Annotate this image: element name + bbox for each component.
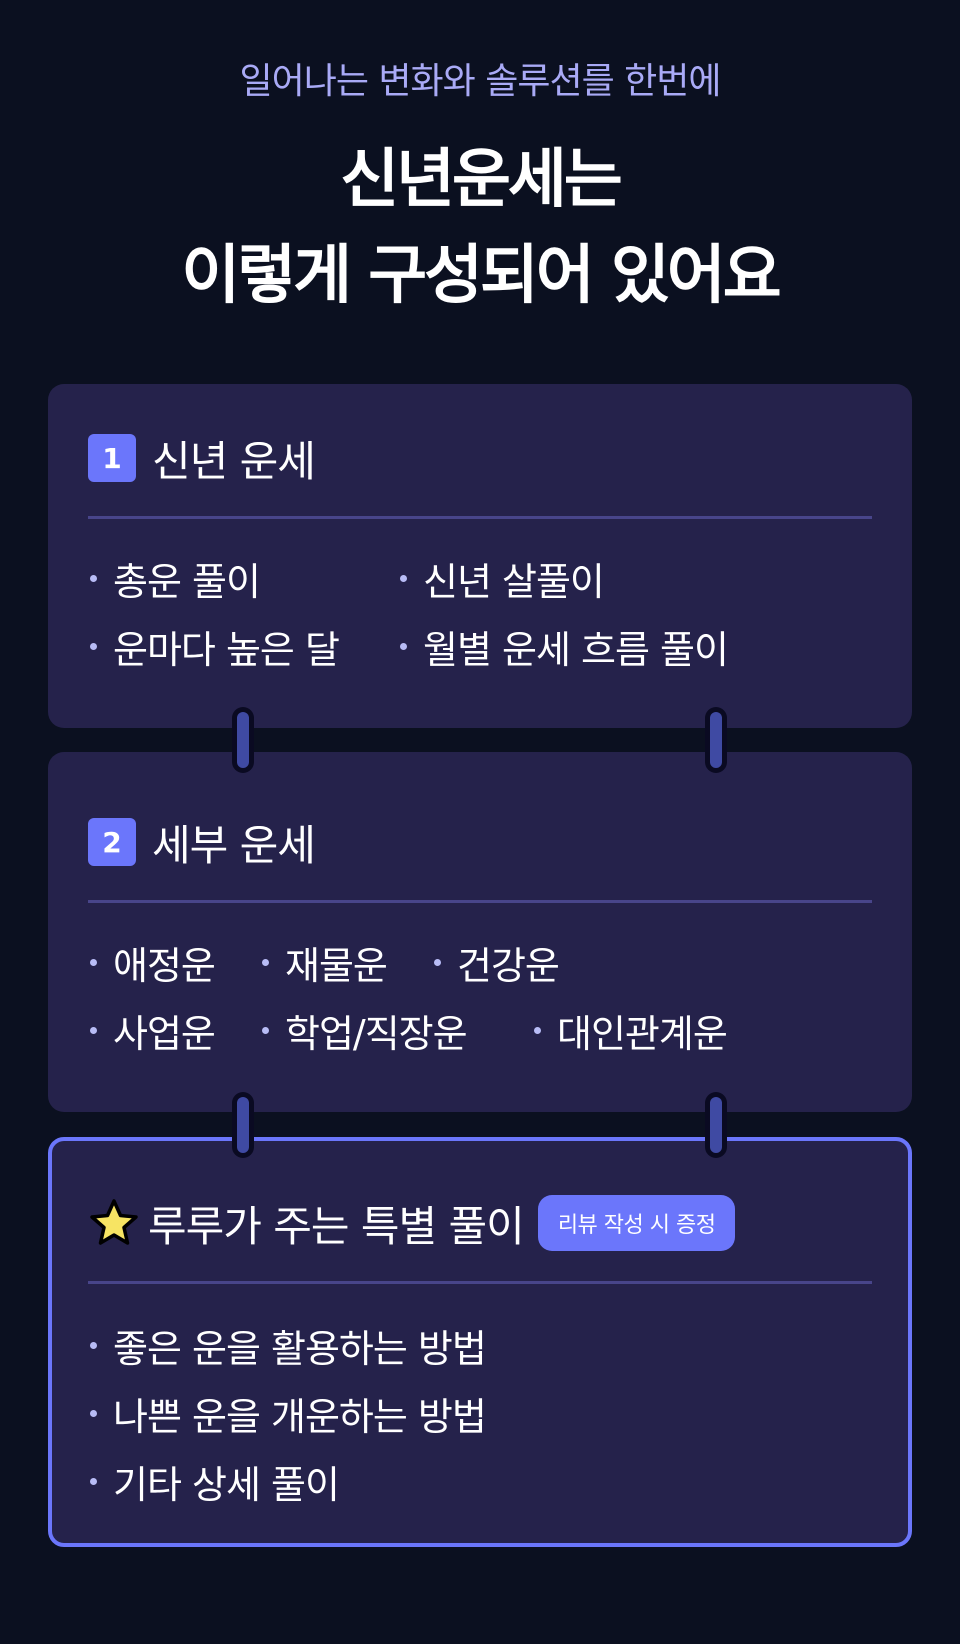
ring-connector-icon xyxy=(705,1092,727,1158)
page-title: 신년운세는 이렇게 구성되어 있어요 xyxy=(0,132,960,324)
review-gift-tag: 리뷰 작성 시 증정 xyxy=(537,1195,736,1251)
bullet-icon xyxy=(90,574,97,582)
section-title: 세부 운세 xyxy=(152,820,316,870)
bullet-icon xyxy=(90,1026,97,1034)
section-header: 루루가 주는 특별 풀이 리뷰 작성 시 증정 xyxy=(88,1195,736,1251)
bullet-icon xyxy=(90,1409,97,1417)
bullet-icon xyxy=(262,958,269,966)
section-title: 신년 운세 xyxy=(152,436,316,486)
list-item: 재물운 xyxy=(260,935,432,990)
section-title: 루루가 주는 특별 풀이 xyxy=(148,1201,525,1251)
section-card-new-year-fortune: 1 신년 운세 총운 풀이 신년 살풀이 운마다 높은 달 월별 운세 흐름 풀… xyxy=(48,384,912,728)
bullet-icon xyxy=(434,958,441,966)
list-item: 대인관계운 xyxy=(532,1003,728,1058)
item-list: 애정운 재물운 건강운 사업운 학업/직장운 대인관계운 xyxy=(88,928,728,1064)
section-header: 2 세부 운세 xyxy=(88,816,316,870)
list-item: 애정운 xyxy=(88,935,260,990)
section-header: 1 신년 운세 xyxy=(88,432,316,486)
ring-connector-icon xyxy=(705,707,727,773)
section-card-special-reading: 루루가 주는 특별 풀이 리뷰 작성 시 증정 좋은 운을 활용하는 방법 나쁜… xyxy=(48,1137,912,1547)
number-badge: 1 xyxy=(88,434,136,482)
item-list: 총운 풀이 신년 살풀이 운마다 높은 달 월별 운세 흐름 풀이 xyxy=(88,544,729,680)
ring-connector-icon xyxy=(232,1092,254,1158)
ring-connector-icon xyxy=(232,707,254,773)
title-line-2: 이렇게 구성되어 있어요 xyxy=(181,239,781,313)
list-item: 나쁜 운을 개운하는 방법 xyxy=(88,1386,487,1441)
bullet-icon xyxy=(400,642,407,650)
divider xyxy=(88,900,872,903)
number-badge: 2 xyxy=(88,818,136,866)
bullet-icon xyxy=(400,574,407,582)
item-list: 좋은 운을 활용하는 방법 나쁜 운을 개운하는 방법 기타 상세 풀이 xyxy=(88,1311,487,1515)
divider xyxy=(88,1281,872,1284)
list-item: 건강운 xyxy=(432,935,560,990)
list-item: 신년 살풀이 xyxy=(398,551,605,606)
list-item: 좋은 운을 활용하는 방법 xyxy=(88,1318,487,1373)
list-item: 사업운 xyxy=(88,1003,260,1058)
divider xyxy=(88,516,872,519)
bullet-icon xyxy=(90,1341,97,1349)
bullet-icon xyxy=(90,642,97,650)
list-item: 기타 상세 풀이 xyxy=(88,1454,340,1509)
list-item: 학업/직장운 xyxy=(260,1003,532,1058)
title-line-1: 신년운세는 xyxy=(340,143,622,217)
bullet-icon xyxy=(90,958,97,966)
list-item: 월별 운세 흐름 풀이 xyxy=(398,619,729,674)
list-item: 운마다 높은 달 xyxy=(88,619,398,674)
bullet-icon xyxy=(90,1477,97,1485)
bullet-icon xyxy=(534,1026,541,1034)
list-item: 총운 풀이 xyxy=(88,551,398,606)
section-card-detailed-fortune: 2 세부 운세 애정운 재물운 건강운 사업운 학업/직장운 대인관계운 xyxy=(48,752,912,1112)
star-icon xyxy=(90,1199,138,1245)
bullet-icon xyxy=(262,1026,269,1034)
page-subtitle: 일어나는 변화와 솔루션를 한번에 xyxy=(239,61,721,102)
